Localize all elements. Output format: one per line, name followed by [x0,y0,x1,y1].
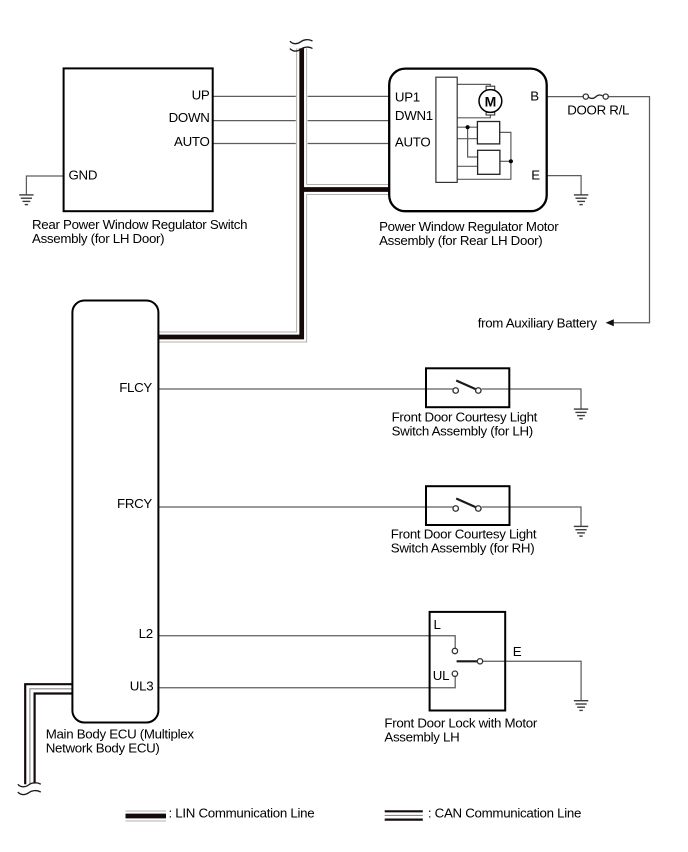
svg-text:Main Body ECU (Multiplex: Main Body ECU (Multiplex [46,727,195,742]
svg-text:B: B [530,89,539,104]
svg-text:Front Door Courtesy Light: Front Door Courtesy Light [392,410,538,425]
svg-text:E: E [531,167,540,182]
svg-text:Network Body ECU): Network Body ECU) [46,741,160,756]
svg-text:: LIN Communication Line: : LIN Communication Line [169,806,315,821]
svg-text:DWN1: DWN1 [395,108,433,123]
svg-text:L2: L2 [139,626,153,641]
svg-text:Assembly (for Rear LH Door): Assembly (for Rear LH Door) [379,233,542,248]
svg-text:Front Door Lock with Motor: Front Door Lock with Motor [384,716,537,731]
svg-text:L: L [434,617,441,632]
svg-text:Assembly (for LH Door): Assembly (for LH Door) [32,231,164,246]
svg-text:Assembly LH: Assembly LH [384,730,459,745]
svg-text:UL3: UL3 [130,679,154,694]
svg-text:Power Window Regulator Motor: Power Window Regulator Motor [379,219,559,234]
svg-text:FLCY: FLCY [119,380,152,395]
svg-text:FRCY: FRCY [117,496,152,511]
svg-text:Front Door Courtesy Light: Front Door Courtesy Light [391,527,537,542]
svg-text:UP1: UP1 [395,90,420,105]
svg-text:GND: GND [69,167,98,182]
svg-text:DOWN: DOWN [169,110,210,125]
svg-text:from Auxiliary Battery: from Auxiliary Battery [478,316,598,331]
svg-text:AUTO: AUTO [174,134,210,149]
svg-text:: CAN Communication Line: : CAN Communication Line [428,806,581,821]
svg-text:DOOR R/L: DOOR R/L [567,102,629,117]
svg-text:Switch Assembly (for LH): Switch Assembly (for LH) [392,424,533,439]
svg-text:AUTO: AUTO [395,135,431,150]
svg-text:UL: UL [433,668,449,683]
svg-text:M: M [485,93,497,109]
svg-text:UP: UP [192,87,210,102]
svg-text:Switch Assembly (for RH): Switch Assembly (for RH) [391,541,535,556]
svg-text:E: E [513,644,522,659]
svg-text:Rear Power Window Regulator Sw: Rear Power Window Regulator Switch [32,217,247,232]
